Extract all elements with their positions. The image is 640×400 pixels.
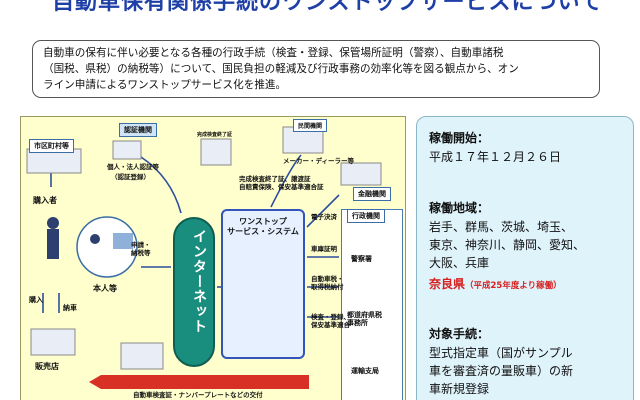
target-line-2: 車を審査済の量販車）の新 xyxy=(429,364,574,378)
purchase-label: 購入 xyxy=(29,296,43,304)
police-label: 警察署 xyxy=(351,255,372,263)
delivery-label: 納車 xyxy=(63,304,77,312)
nara-entry: 奈良県（平成25年度より稼働） xyxy=(429,275,562,292)
start-value: 平成１７年１２月２６日 xyxy=(429,150,562,164)
area-label: 稼働地域： xyxy=(429,201,490,215)
purchaser-figure xyxy=(47,217,59,259)
one-stop-label: ワンストップ サービス・システム xyxy=(227,217,299,236)
tax-fee-label: 自動車税・ 取得税納付 xyxy=(311,275,344,291)
start-label: 稼働開始： xyxy=(429,131,490,145)
apply-pay-label: 申請・ 納税等 xyxy=(131,241,151,257)
principal-label: 本人等 xyxy=(93,284,117,293)
internet-label: インターネット xyxy=(191,229,207,334)
auth-register-label: （認証登録） xyxy=(111,173,150,181)
e-settle-label: 電子決済 xyxy=(311,213,337,221)
finance-org-label: 金融機関 xyxy=(353,187,391,201)
auth-agency-label: 認証機関 xyxy=(119,123,157,137)
transport-label: 運輸支局 xyxy=(351,367,379,375)
finance-building xyxy=(340,162,382,186)
intro-line-2: （国税、県税）の納税等）について、国民負担の軽減及び行政事務の効率化等を図る観点… xyxy=(43,63,519,75)
target-line-3: 車新規登録 xyxy=(429,382,490,396)
computer-user-circle xyxy=(76,216,138,278)
purchaser-head xyxy=(47,217,59,229)
target-line-1: 型式指定車（国がサンプル xyxy=(429,346,573,360)
target-label: 対象手続： xyxy=(429,327,490,341)
computer-user-head xyxy=(90,234,100,244)
intro-line-3: ライン申請によるワンストップサービス化を推進。 xyxy=(43,79,287,91)
ticket-card xyxy=(120,342,164,370)
service-diagram: 市区町村等 購入者 本人等 購入 納車 販売店 認証機関 個人・法人認証等 （認… xyxy=(20,116,406,400)
municipality-building xyxy=(26,148,82,174)
arrow-oss-to-private xyxy=(270,154,302,208)
area-line-2: 東京、神奈川、静岡、愛知、 xyxy=(429,238,586,252)
municipality-label: 市区町村等 xyxy=(29,139,74,153)
intro-box: 自動車の保有に伴い必要となる各種の行政手続（検査・登録、保管場所証明（警察）、自… xyxy=(32,40,600,98)
one-stop-system: ワンストップ サービス・システム xyxy=(221,209,305,359)
info-panel: 稼働開始： 平成１７年１２月２６日 稼働地域： 岩手、群馬、茨城、埼玉、 東京、… xyxy=(416,116,634,400)
area-line-1: 岩手、群馬、茨城、埼玉、 xyxy=(429,220,574,234)
maker-dealer-label: メーカー・ディーラー等 xyxy=(283,157,355,165)
completion-note-label: 完成検査終了証、譲渡証 自賠責保険、保安基準適合証 xyxy=(239,175,324,191)
computer-user xyxy=(76,216,138,278)
admin-org-panel xyxy=(341,209,403,400)
internet-pill: インターネット xyxy=(173,217,215,367)
auth-building xyxy=(112,140,142,160)
garage-cert-label: 車庫証明 xyxy=(311,245,337,253)
arrow-oss-to-finance xyxy=(306,194,340,228)
private-building xyxy=(200,138,232,166)
auth-cert-label: 個人・法人認証等 xyxy=(107,163,159,171)
pref-tax-label: 都道府県税 事務所 xyxy=(347,311,382,327)
area-line-3: 大阪、兵庫 xyxy=(429,256,490,270)
dealer-building xyxy=(30,328,76,356)
arrow-auth-to-internet xyxy=(140,156,182,214)
admin-org-label: 行政機関 xyxy=(347,209,385,223)
completed-inspection-label: 完成検査終了証 xyxy=(197,132,233,138)
inspection-reg-label: 検査・登録、 保安基準適合 xyxy=(311,313,350,329)
nara-label: 奈良県 xyxy=(429,277,466,291)
purchaser-label: 購入者 xyxy=(33,196,57,205)
bottom-note-label: 自動車検査証・ナンバープレートなどの交付 xyxy=(133,391,263,399)
intro-line-1: 自動車の保有に伴い必要となる各種の行政手続（検査・登録、保管場所証明（警察）、自… xyxy=(43,47,504,59)
page-title: 自動車保有関係手続のワンストップサービスについて xyxy=(52,0,603,15)
title-bar: 自動車保有関係手続のワンストップサービスについて xyxy=(0,0,640,15)
nara-note: （平成25年度より稼働） xyxy=(465,281,562,291)
purchaser-body xyxy=(47,229,59,259)
dealer-label: 販売店 xyxy=(35,362,59,371)
delivery-arrow xyxy=(89,375,309,389)
private-org-label: 民間機関 xyxy=(293,119,328,132)
computer-screen xyxy=(113,233,133,249)
